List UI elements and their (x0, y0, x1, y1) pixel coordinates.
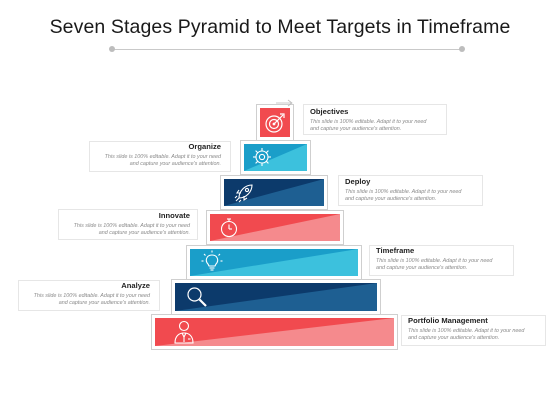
stage-label-timeframe: Timeframe (376, 246, 415, 255)
stage-label-objectives: Objectives (310, 107, 349, 116)
stage-label-organize: Organize (188, 142, 222, 151)
note-box-analyze (18, 280, 160, 311)
desc-line: This slide is 100% editable. Adapt it to… (376, 258, 493, 264)
stage-desc-objectives: This slide is 100% editable. Adapt it to… (310, 119, 426, 134)
rocket-icon (234, 184, 253, 203)
lightbulb-icon (201, 250, 223, 271)
stage-label-innovate: Innovate (158, 211, 190, 220)
desc-line: This slide is 100% editable. Adapt it to… (345, 189, 462, 195)
stage-label-deploy: Deploy (345, 177, 371, 186)
stage-desc-innovate: This slide is 100% editable. Adapt it to… (74, 223, 190, 238)
note-box-organize (89, 141, 231, 172)
stage-label-analyze: Analyze (121, 281, 150, 290)
desc-line: This slide is 100% editable. Adapt it to… (408, 328, 525, 334)
desc-line: This slide is 100% editable. Adapt it to… (104, 154, 221, 160)
note-box-portfolio-management (401, 315, 546, 346)
desc-line: This slide is 100% editable. Adapt it to… (33, 293, 150, 299)
pyramid-bar-analyze (175, 283, 377, 311)
desc-line: and capture your audience's attention. (408, 335, 500, 342)
stage-desc-analyze: This slide is 100% editable. Adapt it to… (34, 293, 150, 308)
stage-label-portfolio-management: Portfolio Management (408, 316, 488, 325)
businessman-icon (174, 320, 194, 344)
desc-line: This slide is 100% editable. Adapt it to… (73, 223, 190, 229)
gear-icon (253, 148, 271, 166)
stage-desc-organize: This slide is 100% editable. Adapt it to… (105, 154, 221, 169)
stage-desc-portfolio-management: This slide is 100% editable. Adapt it to… (408, 328, 524, 343)
desc-line: This slide is 100% editable. Adapt it to… (310, 119, 427, 125)
pyramid-bar-timeframe (190, 249, 358, 276)
note-box-innovate (58, 209, 198, 240)
stage-desc-timeframe: This slide is 100% editable. Adapt it to… (376, 258, 492, 273)
note-box-timeframe (369, 245, 514, 276)
desc-line: and capture your audience's attention. (376, 265, 468, 272)
stopwatch-icon (220, 218, 238, 238)
desc-line: and capture your audience's attention. (310, 126, 402, 133)
pyramid-bar-portfolio-management (155, 318, 394, 346)
arrow-icon (276, 99, 293, 107)
note-box-objectives (303, 104, 447, 135)
magnifier-icon (187, 287, 207, 307)
divider-dot-right (459, 46, 465, 52)
page-title: Seven Stages Pyramid to Meet Targets in … (49, 16, 511, 38)
target-icon (265, 113, 285, 133)
desc-line: and capture your audience's attention. (129, 161, 221, 168)
desc-line: and capture your audience's attention. (98, 230, 190, 237)
pyramid-bar-organize (244, 144, 307, 171)
title-divider (112, 49, 462, 50)
divider-dot-left (109, 46, 115, 52)
desc-line: and capture your audience's attention. (58, 300, 150, 307)
desc-line: and capture your audience's attention. (345, 196, 437, 203)
note-box-deploy (338, 175, 483, 206)
stage-desc-deploy: This slide is 100% editable. Adapt it to… (345, 189, 461, 204)
